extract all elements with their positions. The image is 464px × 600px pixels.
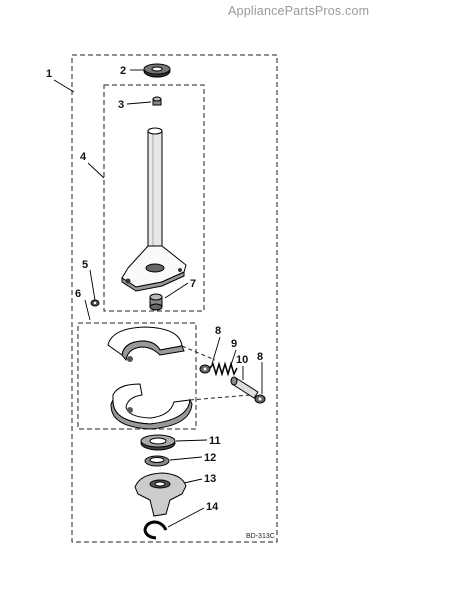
- callout-11: 11: [209, 435, 221, 447]
- callout-1: 1: [46, 68, 52, 80]
- part-washer-left: [199, 364, 211, 374]
- leader-lines: [53, 69, 263, 528]
- assembly-frame-1: [71, 54, 278, 543]
- diagram-code: BD-313C: [246, 533, 275, 540]
- callout-3: 3: [118, 99, 124, 111]
- callout-2: 2: [120, 65, 126, 77]
- assembly-frame-6: [77, 322, 197, 430]
- part-spring: [209, 361, 238, 377]
- callout-13: 13: [204, 473, 216, 485]
- part-split-ring: [143, 520, 168, 540]
- part-brake-bushing: [149, 293, 163, 311]
- assembly-frame-4: [103, 84, 205, 312]
- callout-9: 9: [231, 338, 237, 350]
- callout-8b: 8: [257, 351, 263, 363]
- part-cam-hub: [134, 472, 187, 517]
- part-brake-pad-upper: [107, 326, 185, 362]
- part-clip-ring: [144, 455, 170, 467]
- part-spin-tube-assembly: [121, 127, 187, 292]
- callout-5: 5: [82, 259, 88, 271]
- part-brake-pad-lower: [110, 383, 193, 430]
- callout-7: 7: [190, 278, 196, 290]
- callout-6: 6: [75, 288, 81, 300]
- part-bushing: [152, 96, 162, 106]
- callout-8a: 8: [215, 325, 221, 337]
- part-pin: [230, 376, 259, 399]
- callout-4: 4: [80, 151, 87, 163]
- watermark-text: AppliancePartsPros.com: [228, 4, 370, 18]
- part-bearing: [143, 63, 171, 78]
- callout-14: 14: [206, 501, 219, 513]
- callout-12: 12: [204, 452, 216, 464]
- part-washer-right: [254, 394, 266, 404]
- callout-10: 10: [236, 354, 248, 366]
- part-nut: [90, 299, 100, 307]
- part-coupling-ring: [140, 434, 176, 451]
